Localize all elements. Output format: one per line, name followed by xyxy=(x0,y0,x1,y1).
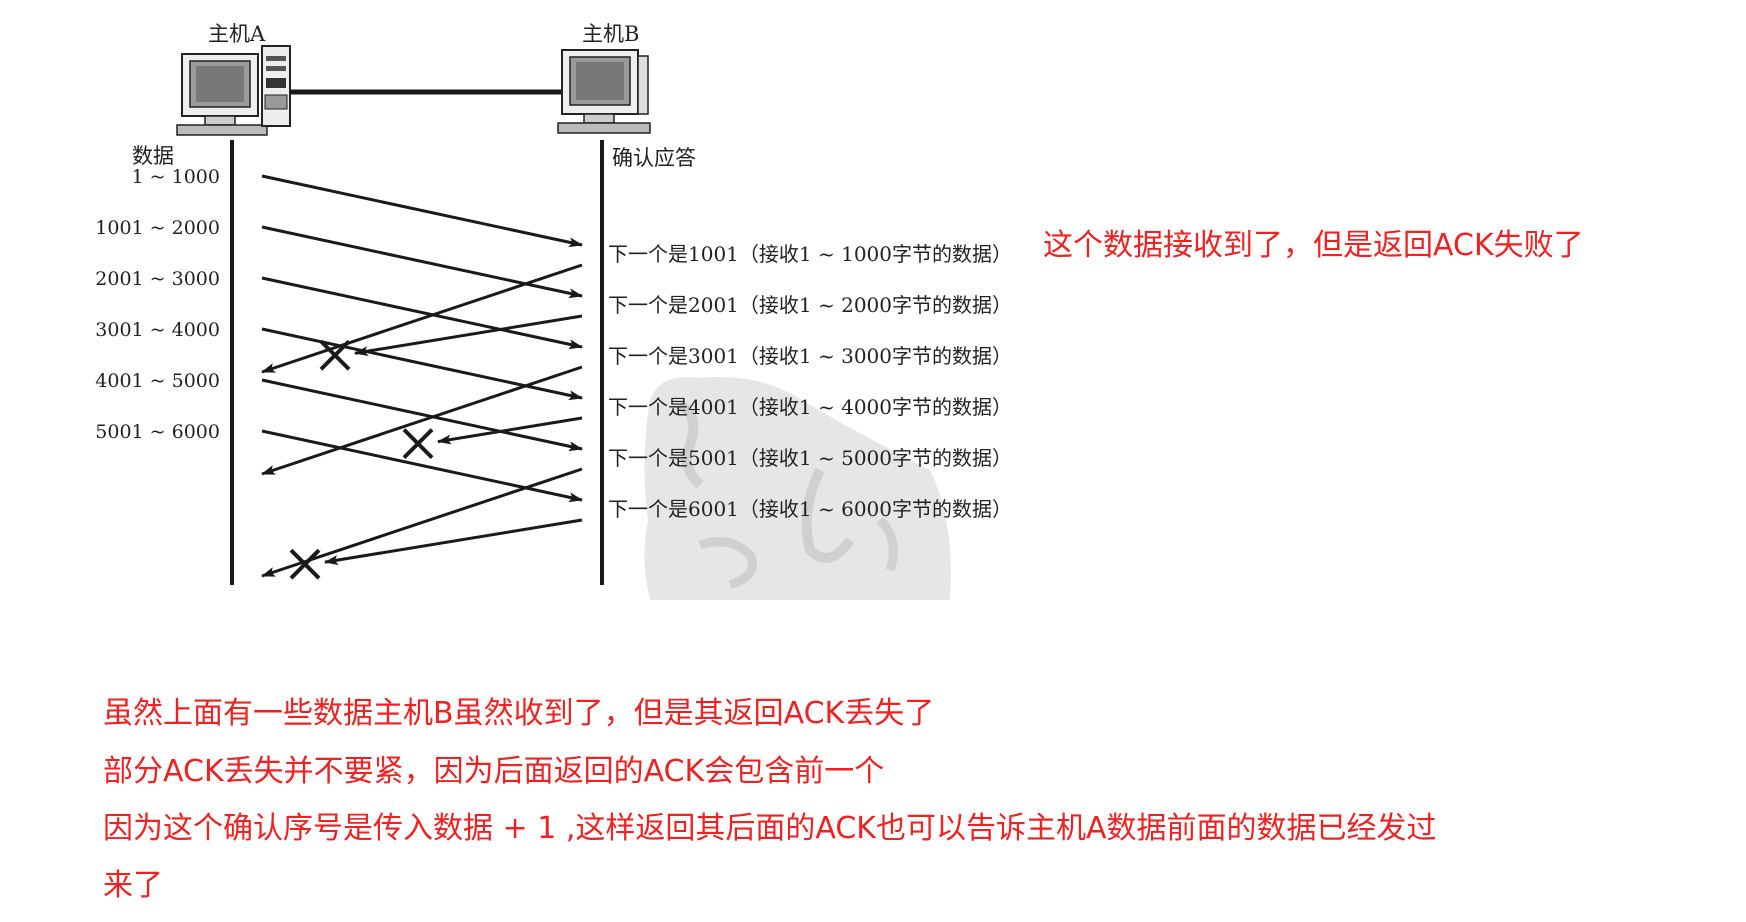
ack-label: 下一个是4001（接收1 ~ 4000字节的数据） xyxy=(608,395,1012,419)
data-segment-arrow xyxy=(261,378,583,452)
data-segment-arrow xyxy=(261,276,583,350)
paragraph-line-1: 虽然上面有一些数据主机B虽然收到了，但是其返回ACK丢失了 xyxy=(103,696,935,731)
lost-ack-arrow xyxy=(354,314,583,357)
ack-label: 下一个是2001（接收1 ~ 2000字节的数据） xyxy=(608,293,1012,317)
data-range-label: 4001 ~ 5000 xyxy=(95,370,220,392)
ack-axis-label: 确认应答 xyxy=(612,146,696,170)
paragraph-line-2: 部分ACK丢失并不要紧，因为后面返回的ACK会包含前一个 xyxy=(103,754,885,789)
lost-cross-icon xyxy=(289,548,321,580)
side-note: 这个数据接收到了，但是返回ACK失败了 xyxy=(1043,228,1584,263)
data-range-label: 2001 ~ 3000 xyxy=(95,268,220,290)
watermark-seal xyxy=(644,376,951,600)
lost-cross-icon xyxy=(319,339,351,371)
arrow-layer xyxy=(261,174,583,578)
ack-label: 下一个是5001（接收1 ~ 5000字节的数据） xyxy=(608,446,1012,470)
data-segment-arrow xyxy=(261,429,583,503)
data-range-label: 1001 ~ 2000 xyxy=(95,217,220,239)
paragraph-line-3: 因为这个确认序号是传入数据 + 1 ,这样返回其后面的ACK也可以告诉主机A数据… xyxy=(103,811,1437,846)
lost-ack-arrow xyxy=(437,416,583,445)
data-range-label: 3001 ~ 4000 xyxy=(95,319,220,341)
host-a-label: 主机A xyxy=(208,22,266,46)
lost-cross-icon xyxy=(402,428,434,460)
ack-label: 下一个是6001（接收1 ~ 6000字节的数据） xyxy=(608,497,1012,521)
ack-arrow xyxy=(261,263,583,374)
cross-layer xyxy=(289,339,434,580)
data-range-label: 1 ~ 1000 xyxy=(131,166,220,188)
host-b-label: 主机B xyxy=(582,22,640,46)
data-segment-arrow xyxy=(261,225,583,299)
data-range-label: 5001 ~ 6000 xyxy=(95,421,220,443)
data-segment-arrow xyxy=(261,327,583,401)
data-axis-label: 数据 xyxy=(132,144,174,168)
ack-label: 下一个是1001（接收1 ~ 1000字节的数据） xyxy=(608,242,1012,266)
ack-label: 下一个是3001（接收1 ~ 3000字节的数据） xyxy=(608,344,1012,368)
computer-a-icon xyxy=(176,45,291,136)
ack-arrow xyxy=(261,467,583,578)
ack-arrow xyxy=(261,365,583,476)
paragraph-line-4: 来了 xyxy=(103,868,163,903)
computer-b-icon xyxy=(557,49,651,134)
data-segment-arrow xyxy=(261,174,583,248)
lost-ack-arrow xyxy=(324,518,583,565)
